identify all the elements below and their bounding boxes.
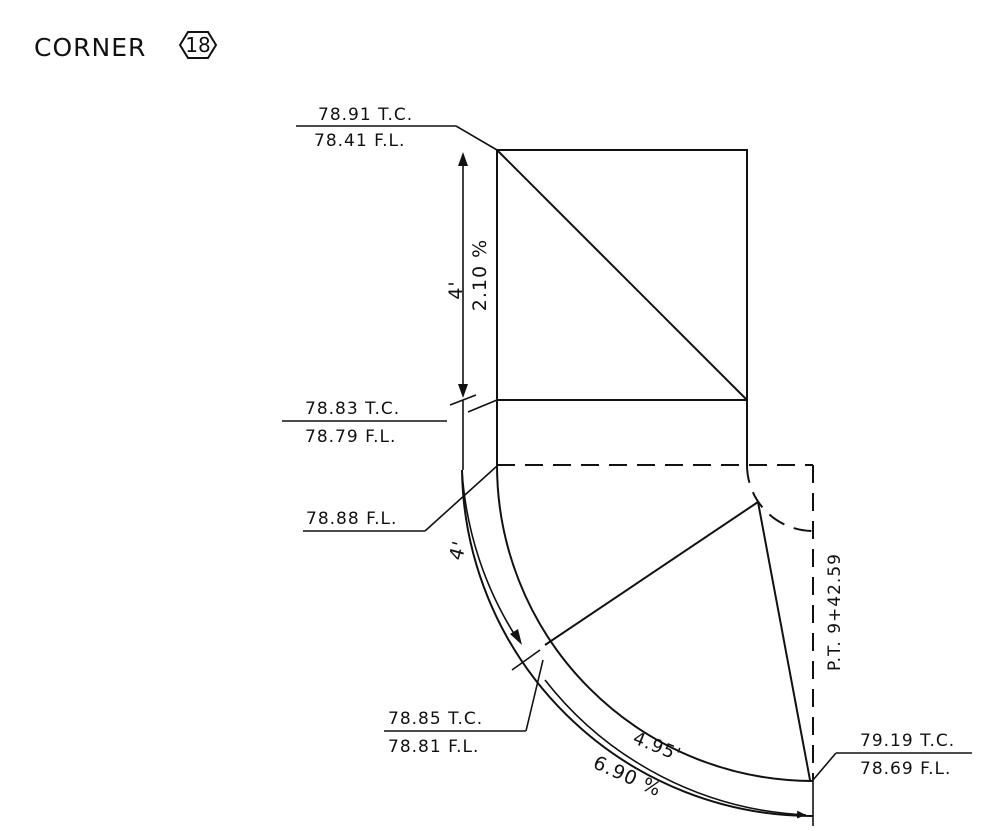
- lower-fl-label: 78.81 F.L.: [388, 737, 479, 757]
- outer-curb-arc: [461, 469, 814, 817]
- upper-dimension-label: 4': [445, 280, 467, 299]
- mid-leader-line: [467, 399, 498, 413]
- right-tc-label: 79.19 T.C.: [860, 731, 955, 751]
- corner-number: 18: [185, 33, 210, 57]
- curve-dimension-tick: [511, 649, 541, 671]
- curve-dimension-arc: [461, 469, 519, 641]
- corner-title: CORNER: [34, 33, 146, 62]
- dimension-arrow-up-icon: [458, 152, 468, 166]
- arc-dimension-label: 4.95': [630, 728, 684, 766]
- top-fl-label: 78.41 F.L.: [314, 131, 405, 151]
- upper-slope-label: 2.10 %: [469, 239, 491, 311]
- lower-leader-line: [525, 659, 544, 732]
- mid-tc-label: 78.83 T.C.: [305, 399, 400, 419]
- inner-curb-arc: [496, 464, 814, 782]
- top-leader-line: [455, 125, 498, 151]
- top-tc-label: 78.91 T.C.: [318, 105, 413, 125]
- corner-number-hexagon-icon: [178, 31, 218, 59]
- curve-fl-label: 78.88 F.L.: [306, 509, 397, 529]
- mid-fl-label: 78.79 F.L.: [305, 427, 396, 447]
- lower-panel-edge-left: [544, 501, 759, 646]
- dashed-return-arc: [746, 464, 814, 532]
- pt-station-label: P.T. 9+42.59: [825, 553, 845, 671]
- right-fl-label: 78.69 F.L.: [860, 759, 951, 779]
- arc-slope-label: 6.90 %: [590, 752, 665, 802]
- lower-panel-edge-right: [757, 501, 811, 781]
- right-leader-line: [812, 752, 837, 781]
- upper-panel-diagonal: [496, 149, 748, 401]
- dimension-arrow-down-icon: [458, 384, 468, 398]
- upper-panel-outline: [496, 149, 748, 401]
- arc-dimension-line: [544, 679, 807, 819]
- curve-fl-leader: [424, 465, 498, 532]
- curve-dimension-arrow-icon: [510, 629, 522, 645]
- lower-tc-label: 78.85 T.C.: [388, 709, 483, 729]
- curve-dimension-label: 4': [445, 538, 471, 562]
